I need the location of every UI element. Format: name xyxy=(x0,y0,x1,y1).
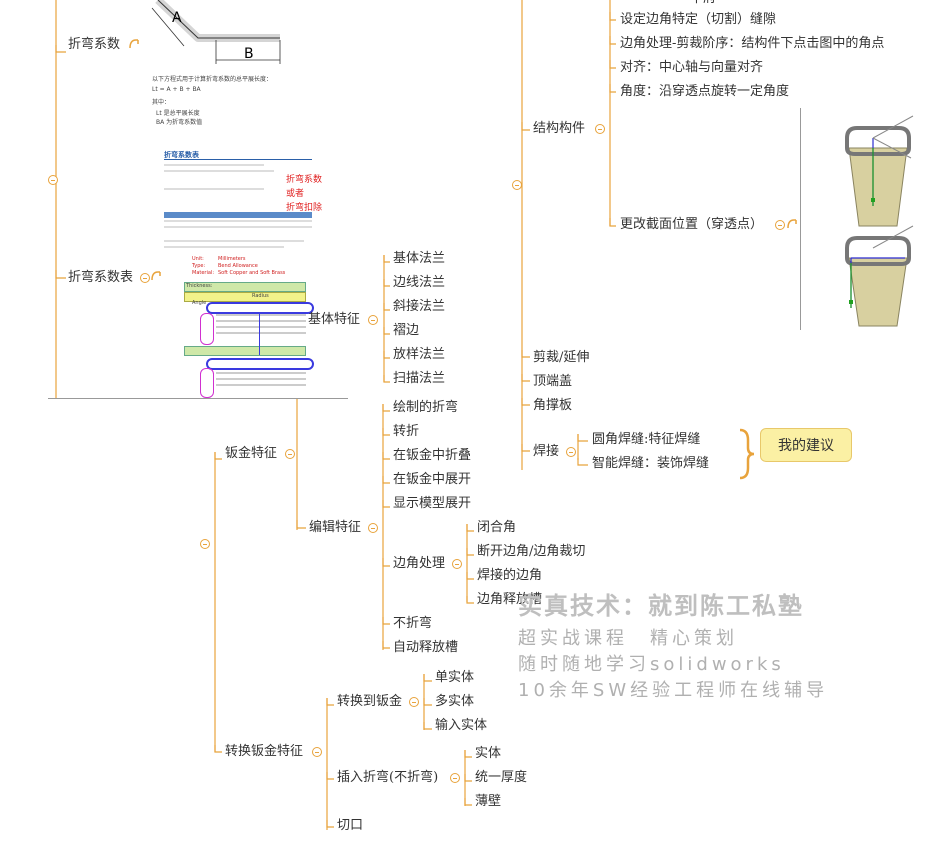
collapse-toggle-icon[interactable] xyxy=(285,449,295,459)
node-gusset[interactable]: 角撑板 xyxy=(533,398,573,413)
collapse-toggle-icon[interactable] xyxy=(595,124,605,134)
member-profile-image xyxy=(800,100,928,330)
node-angle[interactable]: 角度：沿穿透点旋转一定角度 xyxy=(620,84,790,99)
formula-bullet: Lt 是总平展长度 xyxy=(156,110,200,117)
node-convert-to-sheet[interactable]: 转换到钣金 xyxy=(337,694,403,709)
node-structure-member[interactable]: 结构构件 xyxy=(533,121,586,136)
formula-bullet: BA 为折弯系数值 xyxy=(156,119,203,126)
table-tag: 或者 xyxy=(286,189,305,199)
node-edge-flange[interactable]: 边线法兰 xyxy=(393,275,446,290)
node-fillet-weld[interactable]: 圆角焊缝:特征焊缝 xyxy=(592,432,701,447)
image-baseline xyxy=(48,398,348,399)
collapse-toggle-icon[interactable] xyxy=(200,539,210,549)
node-auto-relief[interactable]: 自动释放槽 xyxy=(393,640,459,655)
angle-label: Angle xyxy=(192,300,207,306)
node-jog[interactable]: 转折 xyxy=(393,424,420,439)
node-trim-extend[interactable]: 剪裁/延伸 xyxy=(533,350,590,365)
table-heading: 折弯系数表 xyxy=(164,151,199,159)
bend-sketch: A B xyxy=(151,0,281,64)
radius-label: Radius xyxy=(252,293,269,299)
clipped-top-item: 中府 xyxy=(690,0,716,7)
node-hem[interactable]: 褶边 xyxy=(393,323,420,338)
node-corner-relief[interactable]: 边角释放槽 xyxy=(477,592,543,607)
member-3d-views xyxy=(841,100,928,327)
collapse-toggle-icon[interactable] xyxy=(450,773,460,783)
type-label: Type: xyxy=(192,263,206,269)
label-b: B xyxy=(244,46,254,62)
node-smart-weld[interactable]: 智能焊缝：装饰焊缝 xyxy=(592,456,710,471)
node-multi-body[interactable]: 多实体 xyxy=(435,694,475,709)
formula: Lt = A + B + BA xyxy=(152,86,201,93)
node-rip[interactable]: 切口 xyxy=(337,818,364,833)
node-base-features[interactable]: 基体特征 xyxy=(308,312,361,327)
node-convert-sheet-metal[interactable]: 转换钣金特征 xyxy=(225,744,304,759)
node-trim-order[interactable]: 边角处理-剪裁阶序：结构件下点击图中的角点 xyxy=(620,36,885,51)
node-welded-corner[interactable]: 焊接的边角 xyxy=(477,568,543,583)
material-value: Soft Copper and Soft Brass xyxy=(218,270,286,276)
node-bend-table[interactable]: 折弯系数表 xyxy=(68,270,134,285)
link-icon[interactable] xyxy=(128,38,144,52)
collapse-toggle-icon[interactable] xyxy=(48,175,58,185)
link-icon[interactable] xyxy=(786,218,800,232)
collapse-toggle-icon[interactable] xyxy=(409,697,419,707)
node-align[interactable]: 对齐：中心轴与向量对齐 xyxy=(620,60,764,75)
bend-diagram-image: A B 以下方程式用于计算折弯系数的总平展长度： Lt = A + B + BA… xyxy=(150,0,320,130)
formula-where: 其中： xyxy=(152,99,171,106)
node-break-corner[interactable]: 断开边角/边角裁切 xyxy=(477,544,586,559)
collapse-toggle-icon[interactable] xyxy=(368,523,378,533)
node-flatten[interactable]: 显示模型展开 xyxy=(393,496,472,511)
collapse-toggle-icon[interactable] xyxy=(512,180,522,190)
unit-value: Millimeters xyxy=(218,256,246,262)
node-fold[interactable]: 在钣金中折叠 xyxy=(393,448,472,463)
watermark-line: 随时随地学习solidworks xyxy=(518,654,785,675)
node-bend-factor[interactable]: 折弯系数 xyxy=(68,37,121,52)
node-solid[interactable]: 实体 xyxy=(475,746,502,761)
suggestion-callout[interactable]: 我的建议 xyxy=(760,428,852,462)
node-corner-gap[interactable]: 设定边角特定（切割）缝隙 xyxy=(620,12,777,27)
node-insert-bends[interactable]: 插入折弯(不折弯) xyxy=(337,770,439,785)
unit-label: Unit: xyxy=(192,256,204,262)
collapse-toggle-icon[interactable] xyxy=(312,747,322,757)
material-label: Material: xyxy=(192,270,214,276)
node-uniform-thickness[interactable]: 统一厚度 xyxy=(475,770,528,785)
watermark-title: 实真技术：就到陈工私塾 xyxy=(518,592,804,620)
node-lofted-flange[interactable]: 放样法兰 xyxy=(393,347,446,362)
node-weld[interactable]: 焊接 xyxy=(533,444,560,459)
collapse-toggle-icon[interactable] xyxy=(140,273,150,283)
collapse-toggle-icon[interactable] xyxy=(775,220,785,230)
node-swept-flange[interactable]: 扫描法兰 xyxy=(393,371,446,386)
node-unfold[interactable]: 在钣金中展开 xyxy=(393,472,472,487)
node-corner-treatment[interactable]: 边角处理 xyxy=(393,556,446,571)
node-miter-flange[interactable]: 斜接法兰 xyxy=(393,299,446,314)
bend-table-image: 折弯系数表 折弯系数 或者 折弯扣除 Unit: Millimeters Typ… xyxy=(162,148,322,398)
node-edit-features[interactable]: 编辑特征 xyxy=(309,520,362,535)
node-closed-corner[interactable]: 闭合角 xyxy=(477,520,517,535)
node-base-flange[interactable]: 基体法兰 xyxy=(393,251,446,266)
watermark-line: 10余年SW经验工程师在线辅导 xyxy=(518,680,829,701)
link-icon[interactable] xyxy=(150,270,164,284)
table-tag: 折弯扣除 xyxy=(286,203,323,213)
collapse-toggle-icon[interactable] xyxy=(368,315,378,325)
label-a: A xyxy=(172,10,182,26)
table-tag: 折弯系数 xyxy=(286,175,323,185)
node-no-bends[interactable]: 不折弯 xyxy=(393,616,433,631)
node-sheet-metal-features[interactable]: 钣金特征 xyxy=(225,446,278,461)
collapse-toggle-icon[interactable] xyxy=(566,447,576,457)
node-sketched-bend[interactable]: 绘制的折弯 xyxy=(393,400,459,415)
collapse-toggle-icon[interactable] xyxy=(452,559,462,569)
node-end-cap[interactable]: 顶端盖 xyxy=(533,374,573,389)
watermark-line: 超实战课程 精心策划 xyxy=(518,628,738,649)
type-value: Bend Allowance xyxy=(218,263,258,269)
thickness-label: Thickness: xyxy=(186,283,213,289)
node-change-profile[interactable]: 更改截面位置（穿透点） xyxy=(620,217,764,232)
node-import-body[interactable]: 输入实体 xyxy=(435,718,488,733)
node-single-body[interactable]: 单实体 xyxy=(435,670,475,685)
formula-intro: 以下方程式用于计算折弯系数的总平展长度： xyxy=(152,76,273,83)
node-thin-wall[interactable]: 薄壁 xyxy=(475,794,502,809)
